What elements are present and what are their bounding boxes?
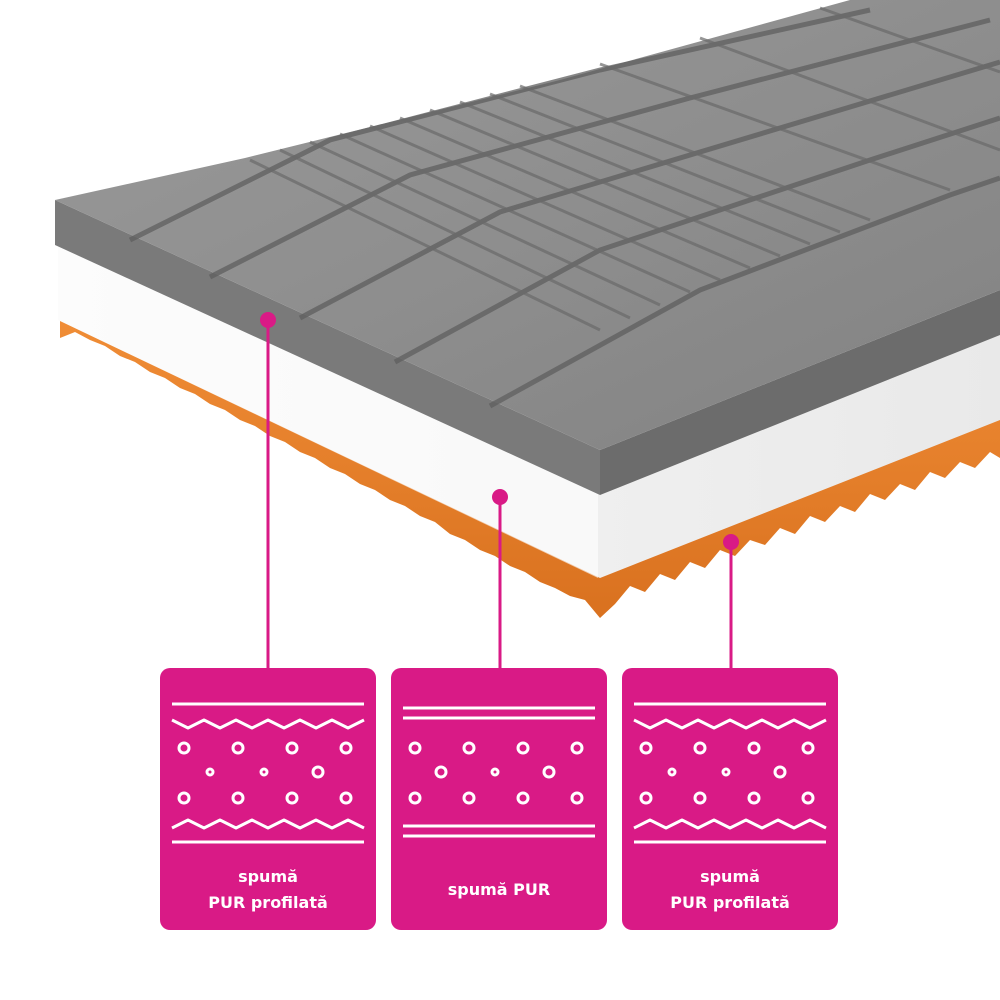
top-foam-surface [55, 0, 1000, 450]
profiled-foam-pattern-icon [171, 702, 365, 844]
layer-card-middle: spumă PUR [391, 668, 607, 930]
middle-foam-front-face [58, 220, 598, 578]
callout-dot-top-layer [260, 312, 276, 328]
callout-dot-bottom-layer [723, 534, 739, 550]
layer-label-line1: spumă [700, 867, 760, 886]
flat-foam-pattern-icon [403, 706, 595, 838]
layer-label-line1: spumă [238, 867, 298, 886]
layer-label-top: spumă PUR profilată [160, 864, 376, 916]
callout-dot-middle-layer [492, 489, 508, 505]
layer-label-bottom: spumă PUR profilată [622, 864, 838, 916]
layer-label-line2: PUR profilată [208, 893, 328, 912]
layer-card-bottom: spumă PUR profilată [622, 668, 838, 930]
layer-label-middle: spumă PUR [391, 877, 607, 903]
leader-lines [266, 320, 733, 668]
middle-foam-layer [58, 220, 1000, 578]
layer-card-top: spumă PUR profilată [160, 668, 376, 930]
profiled-foam-pattern-icon [633, 702, 827, 844]
top-foam-side-face [600, 290, 1000, 495]
bottom-foam-layer [60, 318, 1000, 618]
layer-label-line1: spumă PUR [447, 880, 551, 899]
top-foam-cross-grooves [249, 6, 1000, 332]
top-foam-front-face [55, 200, 600, 495]
layer-label-line2: PUR profilată [670, 893, 790, 912]
